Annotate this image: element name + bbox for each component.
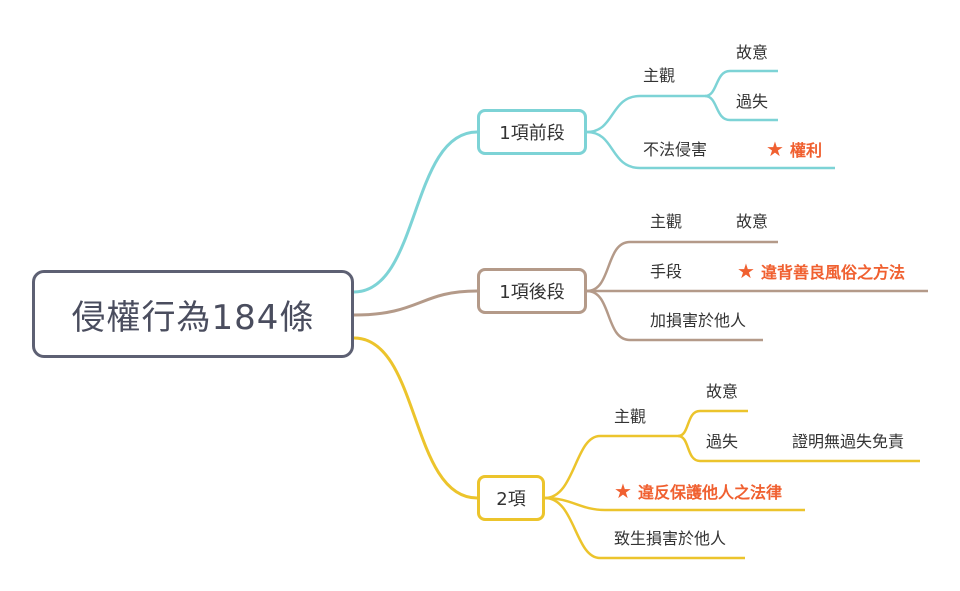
star-icon: ★ — [737, 259, 755, 283]
b2-subjective[interactable]: 主觀 — [650, 212, 683, 231]
branch-1-back[interactable]: 1項後段 — [477, 268, 587, 314]
b2-intent[interactable]: 故意 — [736, 212, 769, 231]
connector-root-branch3 — [353, 336, 478, 500]
b3-protective-law[interactable]: ★違反保護他人之法律 — [614, 479, 782, 503]
root-topic[interactable]: 侵權行為184條 — [32, 270, 354, 358]
b2-means[interactable]: 手段 — [650, 262, 683, 281]
star-icon: ★ — [614, 479, 632, 503]
connector-root-branch2 — [353, 289, 478, 317]
b3-presumption[interactable]: 證明無過失免責 — [792, 432, 905, 451]
b3-negligence[interactable]: 過失 — [706, 432, 739, 451]
b1-unlawful[interactable]: 不法侵害 — [643, 140, 708, 159]
b3-subjective[interactable]: 主觀 — [614, 407, 647, 426]
b1-right[interactable]: ★權利 — [766, 137, 822, 161]
star-icon: ★ — [766, 137, 784, 161]
b1-negligence[interactable]: 過失 — [736, 92, 769, 111]
b1-subjective[interactable]: 主觀 — [643, 66, 676, 85]
b3-intent[interactable]: 故意 — [706, 382, 739, 401]
b1-intent[interactable]: 故意 — [736, 43, 769, 62]
connector-root-branch1 — [353, 130, 478, 294]
b2-damage[interactable]: 加損害於他人 — [650, 311, 747, 330]
branch-2[interactable]: 2項 — [477, 475, 545, 521]
branch-1-front[interactable]: 1項前段 — [477, 109, 587, 155]
b2-morals[interactable]: ★違背善良風俗之方法 — [737, 259, 905, 283]
b3-damage[interactable]: 致生損害於他人 — [614, 529, 727, 548]
